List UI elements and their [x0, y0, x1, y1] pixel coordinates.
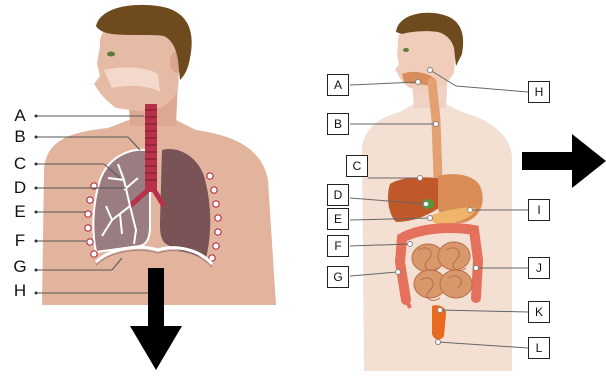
respiratory-label-b: B — [12, 127, 28, 147]
respiratory-eye — [107, 52, 115, 57]
digestive-label-h: H — [528, 81, 550, 103]
respiratory-figure — [35, 5, 277, 370]
digestive-label-d: D — [327, 184, 349, 206]
respiratory-label-a: A — [12, 106, 28, 126]
digestive-label-j: J — [528, 257, 550, 279]
digestive-eye — [403, 48, 409, 52]
digestive-label-g: G — [327, 266, 349, 288]
digestive-label-c: C — [346, 155, 368, 177]
digestive-figure — [350, 13, 606, 371]
digestive-label-e: E — [327, 208, 349, 230]
arrow-right — [522, 134, 606, 188]
respiratory-label-e: E — [12, 202, 28, 222]
digestive-label-k: K — [528, 301, 550, 323]
digestive-label-l: L — [528, 337, 550, 359]
respiratory-label-c: C — [12, 154, 28, 174]
digestive-label-f: F — [327, 235, 349, 257]
respiratory-leader-dots — [35, 115, 38, 295]
digestive-label-a: A — [327, 74, 349, 96]
digestive-label-i: I — [528, 199, 550, 221]
respiratory-label-f: F — [12, 231, 28, 251]
respiratory-label-g: G — [12, 257, 28, 277]
respiratory-label-d: D — [12, 178, 28, 198]
digestive-label-b: B — [327, 113, 349, 135]
respiratory-label-h: H — [12, 281, 28, 301]
